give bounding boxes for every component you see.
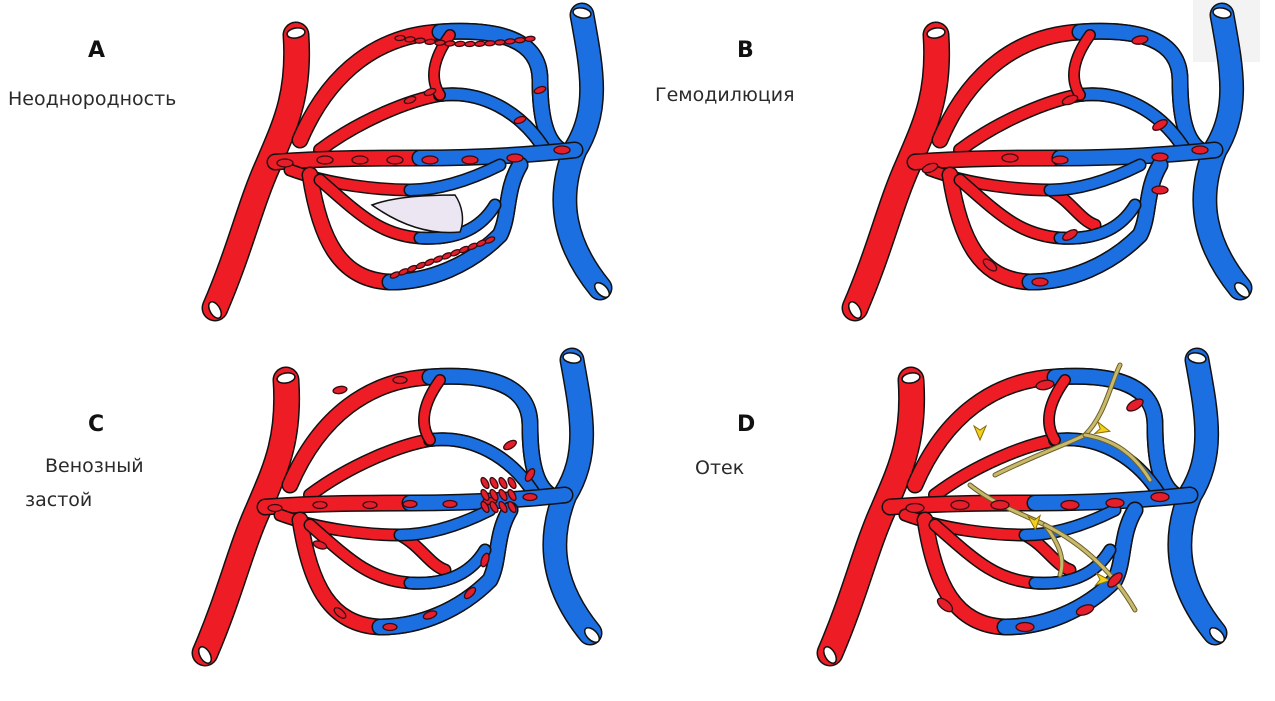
mid-branch-arterial — [265, 503, 410, 507]
rbc-c-1 — [313, 502, 327, 509]
rbc-top-11 — [505, 38, 515, 44]
rbc-mid-1 — [317, 156, 333, 164]
panel-a-vessels — [206, 7, 612, 321]
rbc-top-9 — [485, 40, 495, 46]
rbc-c-7 — [332, 385, 347, 394]
rbc-top-5 — [445, 41, 455, 47]
rbc-mid-5 — [462, 156, 478, 164]
panel-c-vessels — [196, 352, 602, 666]
rbc-mid-3 — [387, 156, 403, 164]
rbc-b-10 — [1032, 278, 1048, 286]
fluid-arrow-1 — [1095, 422, 1112, 437]
rbc-c-9 — [502, 438, 518, 451]
rbc-c-4 — [443, 501, 457, 508]
mid-branch-venous — [420, 150, 575, 158]
rbc-d-2 — [991, 501, 1009, 510]
rbc-top-1 — [405, 36, 415, 42]
rbc-d-1 — [951, 501, 969, 510]
rbc-mid-6 — [507, 154, 523, 162]
upper-branch-venous — [1055, 439, 1160, 495]
rbc-b-11 — [1152, 186, 1168, 194]
rbc-top-4 — [435, 40, 445, 46]
rbc-top-0 — [395, 35, 405, 41]
rbc-mid-0 — [277, 159, 293, 167]
rbc-top-13 — [525, 36, 535, 42]
rbc-c-12 — [383, 624, 397, 631]
rbc-top-6 — [455, 41, 465, 47]
rbc-b-3 — [1152, 153, 1168, 161]
rbc-top-10 — [495, 40, 505, 46]
rbc-c-0 — [268, 505, 282, 512]
mid-branch-arterial — [915, 158, 1060, 162]
rbc-d-9 — [1016, 623, 1034, 632]
rbc-d-7 — [1125, 397, 1145, 414]
panel-b-vessels — [846, 7, 1252, 321]
rbc-c-6 — [523, 494, 537, 501]
rbc-c-3 — [403, 501, 417, 508]
rbc-c-2 — [363, 502, 377, 509]
rbc-d-3 — [1061, 501, 1079, 510]
rbc-cluster-1 — [488, 476, 499, 489]
rbc-top-7 — [465, 41, 475, 47]
upper-branch-venous — [440, 94, 545, 150]
rbc-top-3 — [425, 39, 435, 45]
rbc-d-0 — [906, 504, 924, 513]
fluid-arrow-0 — [974, 426, 986, 440]
rbc-top-8 — [475, 41, 485, 47]
rbc-top-12 — [515, 37, 525, 43]
rbc-mid-7 — [554, 146, 570, 154]
rbc-b-2 — [1052, 156, 1068, 164]
rbc-mid-2 — [352, 156, 368, 164]
rbc-b-4 — [1192, 146, 1208, 154]
rbc-cluster-2 — [497, 476, 508, 489]
rbc-d-4 — [1106, 499, 1124, 508]
upper-branch-venous — [1080, 94, 1185, 150]
rbc-d-5 — [1151, 493, 1169, 502]
rbc-b-1 — [1002, 154, 1018, 162]
upper-branch-venous — [430, 439, 535, 495]
rbc-top-2 — [415, 38, 425, 44]
panel-d-vessels — [821, 352, 1227, 666]
rbc-mid-4 — [422, 156, 438, 164]
rbc-c-8 — [393, 377, 407, 384]
rbc-cluster-0 — [479, 476, 490, 489]
